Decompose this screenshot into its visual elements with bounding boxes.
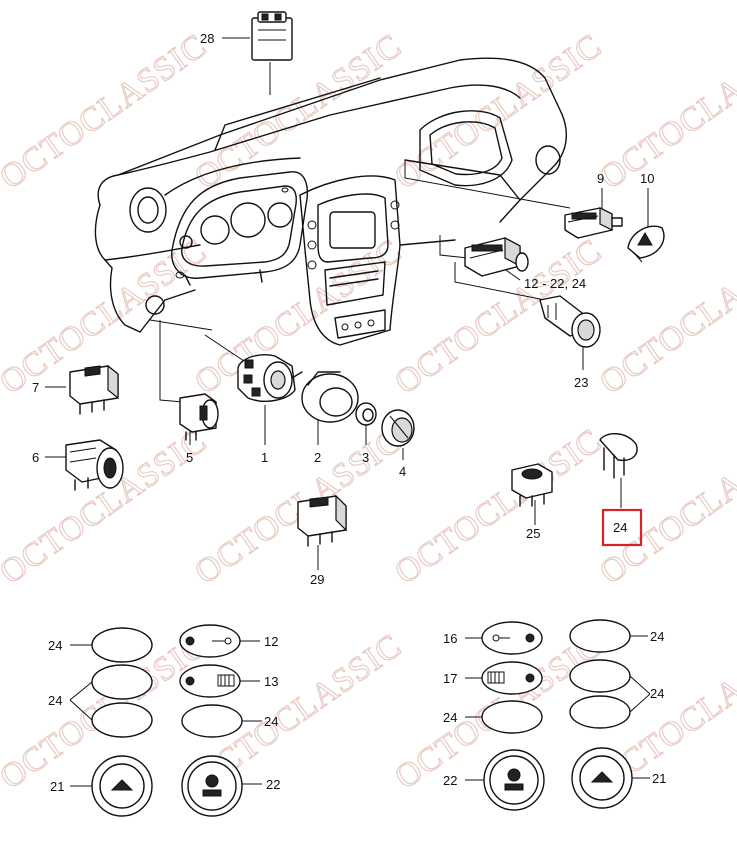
label-9: 9 [597,171,604,186]
part-23-bracket [539,295,601,348]
label-12-22-24: 12 - 22, 24 [524,276,586,291]
label-25: 25 [526,526,540,541]
legend-right: 16 24 17 24 24 22 21 [443,619,666,811]
legend-label-16: 16 [443,631,457,646]
watermark: OCTOCLASSIC [0,27,213,197]
part-4-knob [381,409,415,447]
label-28: 28 [200,31,214,46]
label-2: 2 [314,450,321,465]
part-1-ignition-switch [237,354,303,402]
part-2-ring [301,371,359,423]
legend-label-24: 24 [48,638,62,653]
label-23: 23 [574,375,588,390]
legend-label-24: 24 [650,686,664,701]
watermark: OCTOCLASSIC [188,27,408,197]
legend-blank-cover [181,704,243,738]
legend-label-24: 24 [48,693,62,708]
label-7: 7 [32,380,39,395]
legend-left: 24 12 24 13 24 21 22 [48,624,280,817]
part-9-switch [564,207,623,239]
label-1: 1 [261,450,268,465]
label-24: 24 [613,520,627,535]
legend-label-13: 13 [264,674,278,689]
legend-label-21: 21 [50,779,64,794]
label-6: 6 [32,450,39,465]
legend-label-22: 22 [266,777,280,792]
leader-lines [45,37,649,570]
legend-blank-cover [569,659,631,693]
watermark: OCTOCLASSIC [593,27,737,197]
legend-blank-cover [91,627,153,663]
part-7-relay [69,364,119,415]
label-29: 29 [310,572,324,587]
part-29-relay [297,494,347,547]
part-25-switch [511,463,553,507]
part-5-switch [179,393,219,441]
legend-label-12: 12 [264,634,278,649]
label-5: 5 [186,450,193,465]
label-3: 3 [362,450,369,465]
watermark: OCTOCLASSIC [388,422,608,592]
legend-label-24: 24 [650,629,664,644]
label-10: 10 [640,171,654,186]
highlight-box [601,508,643,547]
legend-blank-cover [569,619,631,653]
part-10-hazard-button [627,225,665,263]
part-28-relay [251,11,293,61]
part-12-22-24-switch [464,237,529,277]
legend-label-24: 24 [443,710,457,725]
label-4: 4 [399,464,406,479]
legend-blank-cover [569,695,631,729]
legend-blank-cover [481,700,543,734]
part-6-switch [65,439,124,491]
watermark: OCTOCLASSIC [593,232,737,402]
legend-blank-cover [91,702,153,738]
part-3-nut [355,402,377,426]
legend-label-24: 24 [264,714,278,729]
legend-label-21: 21 [652,771,666,786]
dashboard-illustration [94,57,567,346]
part-24-blank-cover [599,433,638,479]
legend-label-17: 17 [443,671,457,686]
part-labels: 28 9 10 12 - 22, 24 23 7 6 5 1 2 3 4 25 … [32,31,654,587]
legend-blank-cover [91,664,153,700]
legend-label-22: 22 [443,773,457,788]
